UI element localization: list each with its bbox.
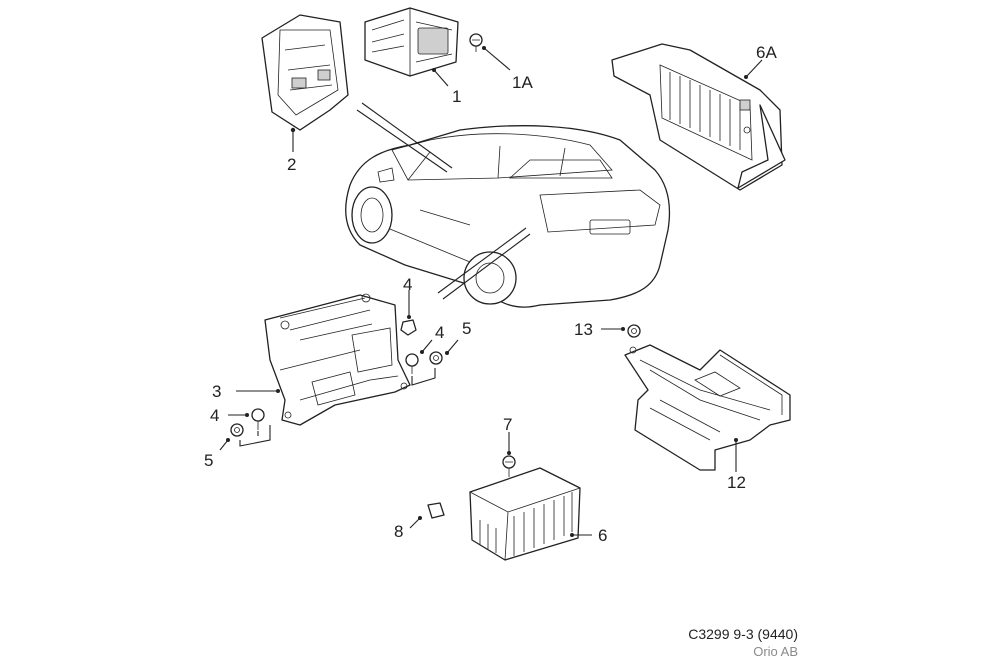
callout-4-low: 4 <box>210 406 219 425</box>
diagram-footer: C3299 9-3 (9440) Orio AB <box>688 625 798 660</box>
part-13-nut <box>601 324 641 338</box>
car-illustration <box>345 102 671 308</box>
part-2-housing <box>261 14 349 152</box>
diagram-organization: Orio AB <box>753 644 798 659</box>
callout-1a: 1A <box>512 73 533 92</box>
callout-8: 8 <box>394 522 403 541</box>
part-1-head-unit <box>364 7 459 87</box>
callout-5-low: 5 <box>204 451 213 470</box>
callout-6: 6 <box>598 526 607 545</box>
callout-13: 13 <box>574 320 593 339</box>
callout-labels: 1 1A 2 6A 4 4 5 3 4 5 13 7 8 6 12 <box>204 43 777 545</box>
callout-3: 3 <box>212 382 221 401</box>
part-3-mounting-frame <box>236 293 411 426</box>
part-8-clip <box>409 502 445 529</box>
callout-5-mid: 5 <box>462 319 471 338</box>
callout-6a: 6A <box>756 43 777 62</box>
callout-2: 2 <box>287 155 296 174</box>
callout-4-top: 4 <box>403 275 412 294</box>
part-6a-amplifier <box>611 43 786 191</box>
part-1a-screw <box>469 33 511 71</box>
diagram-reference: C3299 9-3 (9440) <box>688 626 798 642</box>
callout-4-mid: 4 <box>435 323 444 342</box>
part-12-bracket <box>624 344 791 472</box>
callout-1: 1 <box>452 87 461 106</box>
fasteners-upper <box>400 290 459 386</box>
callout-12: 12 <box>727 473 746 492</box>
callout-7: 7 <box>503 415 512 434</box>
fasteners-lower <box>219 408 271 451</box>
part-7-screw <box>502 432 516 477</box>
part-6-amplifier <box>469 467 592 561</box>
